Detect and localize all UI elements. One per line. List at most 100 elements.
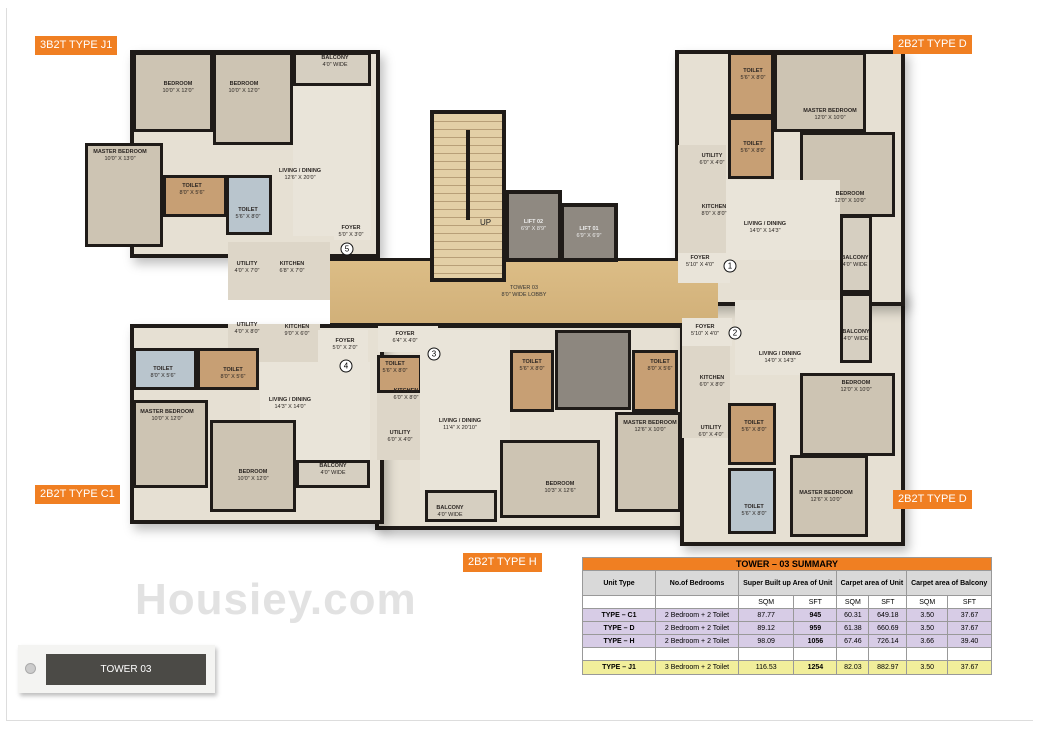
room-name: MASTER BEDROOM xyxy=(623,420,677,426)
room-kitchen xyxy=(682,406,728,438)
subheader: SFT xyxy=(946,595,993,609)
room-name: FOYER xyxy=(690,255,710,261)
table-cell: 1056 xyxy=(793,634,838,648)
room-bed xyxy=(213,52,293,145)
table-cell: 649.18 xyxy=(868,608,908,622)
table-cell xyxy=(655,647,739,661)
room-dimensions: 4'0" X 7'0" xyxy=(234,268,260,274)
room-dimensions: 5'0" X 2'0" xyxy=(332,345,358,351)
room-dimensions: 8'0" X 5'6" xyxy=(150,373,176,379)
room-dimensions: 12'0" X 10'0" xyxy=(840,387,872,393)
header-carpet-unit: Carpet area of Unit xyxy=(836,570,908,596)
room-balcony xyxy=(840,293,872,363)
room-dimensions: 6'0" X 8'0" xyxy=(699,382,725,388)
room-bed xyxy=(800,373,895,456)
room-dimensions: 4'0" X 8'0" xyxy=(234,329,260,335)
table-cell: 37.67 xyxy=(946,660,993,675)
table-cell: 3.50 xyxy=(906,660,948,675)
table-cell: 882.97 xyxy=(868,660,908,675)
room-bed xyxy=(133,52,213,132)
tower-tag-label: TOWER 03 xyxy=(46,654,206,685)
room-name: KITCHEN xyxy=(699,375,725,381)
subheader: SQM xyxy=(906,595,948,609)
room-bed xyxy=(790,455,868,537)
room-dimensions: 6'0" X 8'0" xyxy=(393,395,419,401)
badge-type-h: 2B2T TYPE H xyxy=(463,553,542,572)
room-toilet xyxy=(163,175,227,217)
room-dimensions: 12'6" X 20'0" xyxy=(284,175,316,181)
unit-number-marker: 4 xyxy=(339,359,353,373)
room-dimensions: 6'0" X 4'0" xyxy=(699,160,725,166)
room-name: TOILET xyxy=(238,207,258,213)
room-name: MASTER BEDROOM xyxy=(93,149,147,155)
room-name: BALCONY xyxy=(319,463,347,469)
room-dimensions: 4'0" WIDE xyxy=(437,512,463,518)
room-dimensions: 12'0" X 10'0" xyxy=(814,115,846,121)
room-name: TOILET xyxy=(744,420,764,426)
table-cell: 959 xyxy=(793,621,838,635)
table-cell: 82.03 xyxy=(836,660,870,675)
room-kitchen xyxy=(276,242,330,300)
room-name: BALCONY xyxy=(842,329,870,335)
room-living xyxy=(678,253,730,283)
room-toilet xyxy=(510,350,554,412)
room-name: FOYER xyxy=(341,225,361,231)
table-cell: TYPE – C1 xyxy=(582,608,656,622)
table-cell: TYPE – H xyxy=(582,634,656,648)
duct-shaft xyxy=(555,330,631,410)
table-cell: 89.12 xyxy=(737,621,795,635)
room-dimensions: 12'0" X 10'0" xyxy=(834,198,866,204)
room-dimensions: 14'3" X 14'0" xyxy=(274,404,306,410)
blank-cell xyxy=(582,595,656,609)
subheader: SFT xyxy=(868,595,908,609)
table-cell: 37.67 xyxy=(946,621,993,635)
badge-type-c1: 2B2T TYPE C1 xyxy=(35,485,120,504)
room-name: TOILET xyxy=(744,504,764,510)
room-name: BALCONY xyxy=(321,55,349,61)
lift-dimensions: 6'9" X 8'9" xyxy=(521,226,546,232)
room-name: BEDROOM xyxy=(545,481,575,487)
room-name: BEDROOM xyxy=(229,81,259,87)
table-cell: 3 Bedroom + 2 Toilet xyxy=(655,660,739,675)
room-dimensions: 9'0" X 6'0" xyxy=(284,331,310,337)
room-name: UTILITY xyxy=(236,322,258,328)
table-cell: 67.46 xyxy=(836,634,870,648)
table-cell: 3.66 xyxy=(906,634,948,648)
room-living xyxy=(682,318,732,346)
room-toilet2 xyxy=(133,348,197,390)
summary-title: TOWER – 03 SUMMARY xyxy=(582,557,992,571)
blank-cell xyxy=(655,595,739,609)
room-kitchen xyxy=(270,324,320,362)
stair-rail xyxy=(466,130,470,220)
room-dimensions: 10'0" X 13'0" xyxy=(104,156,136,162)
table-cell: 2 Bedroom + 2 Toilet xyxy=(655,634,739,648)
room-toilet xyxy=(728,117,774,179)
room-dimensions: 11'4" X 20'10" xyxy=(443,425,477,431)
room-dimensions: 4'0" WIDE xyxy=(843,336,869,342)
watermark: Housiey.com xyxy=(135,575,417,624)
room-name: LIVING / DINING xyxy=(438,418,482,424)
room-kitchen xyxy=(678,145,726,183)
room-name: LIVING / DINING xyxy=(743,221,787,227)
table-cell xyxy=(946,647,993,661)
